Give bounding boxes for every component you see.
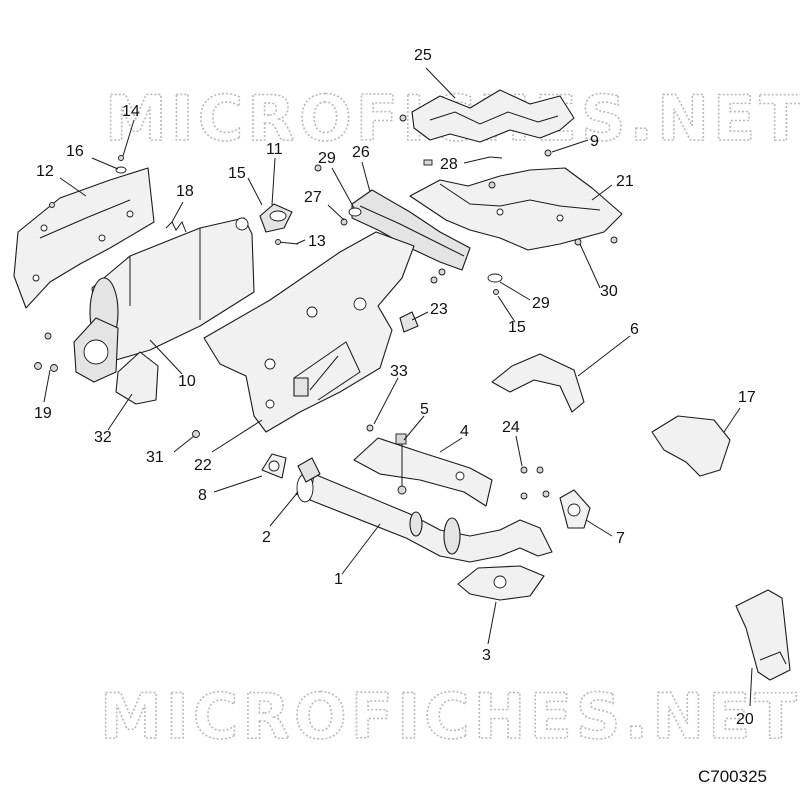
callout-16: 16 bbox=[66, 143, 84, 160]
callout-32: 32 bbox=[94, 429, 112, 446]
callout-14: 14 bbox=[122, 103, 140, 120]
callout-15-a: 15 bbox=[228, 165, 246, 182]
callout-8: 8 bbox=[198, 487, 207, 504]
callout-22: 22 bbox=[194, 457, 212, 474]
washer-29-a bbox=[487, 273, 503, 283]
part-5-o2-sensor bbox=[395, 433, 407, 495]
diagram-code: C700325 bbox=[698, 767, 767, 786]
part-17-heat-shield bbox=[651, 415, 731, 477]
callout-13: 13 bbox=[308, 233, 326, 250]
bolt-29-top bbox=[314, 164, 322, 172]
callout-29-top: 29 bbox=[318, 150, 336, 167]
callout-11: 11 bbox=[266, 141, 283, 158]
bolt-27 bbox=[340, 218, 348, 226]
part-11-tailpipe bbox=[259, 203, 293, 233]
callout-19: 19 bbox=[34, 405, 52, 422]
bolt-21-b bbox=[610, 236, 618, 244]
callout-21: 21 bbox=[616, 173, 634, 190]
part-10-muffler bbox=[73, 217, 255, 383]
callout-9: 9 bbox=[590, 133, 599, 150]
part-21-heat-shield bbox=[409, 167, 623, 251]
watermark-bottom: MICROFICHES.NET bbox=[100, 680, 800, 753]
callout-33: 33 bbox=[390, 363, 408, 380]
callout-31: 31 bbox=[146, 449, 164, 466]
part-32-heat-shield bbox=[115, 351, 159, 405]
callout-29-b: 29 bbox=[532, 295, 550, 312]
callout-26: 26 bbox=[352, 144, 370, 161]
nut-19 bbox=[34, 332, 58, 372]
part-26-heat-shield-strip bbox=[351, 189, 471, 271]
callout-17: 17 bbox=[738, 389, 756, 406]
callout-15-b: 15 bbox=[508, 319, 526, 336]
bolt-13 bbox=[275, 239, 299, 245]
callouts: 25 14 16 12 11 29 26 9 28 21 15 18 27 13… bbox=[34, 47, 756, 728]
leader-lines bbox=[43, 67, 753, 707]
bolt-31 bbox=[192, 430, 200, 438]
part-4-heat-shield bbox=[353, 437, 493, 507]
callout-3: 3 bbox=[482, 647, 491, 664]
callout-4: 4 bbox=[460, 423, 469, 440]
part-20-heat-shield bbox=[735, 589, 791, 681]
part-8-gasket bbox=[261, 453, 287, 479]
callout-7: 7 bbox=[616, 530, 625, 547]
callout-12: 12 bbox=[36, 163, 54, 180]
part-12-heat-shield bbox=[13, 167, 155, 309]
callout-30: 30 bbox=[600, 283, 618, 300]
callout-23: 23 bbox=[430, 301, 448, 318]
bolt-12-a bbox=[49, 202, 55, 208]
part-22-heat-shield-plate bbox=[203, 231, 415, 433]
callout-24: 24 bbox=[502, 419, 520, 436]
callout-5: 5 bbox=[420, 401, 429, 418]
bolt-33 bbox=[366, 424, 374, 432]
part-18-spring bbox=[165, 220, 187, 233]
bolt-26-a bbox=[430, 268, 446, 284]
callout-27: 27 bbox=[304, 189, 322, 206]
callout-6: 6 bbox=[630, 321, 639, 338]
part-6-heat-shield bbox=[491, 353, 585, 413]
callout-18: 18 bbox=[176, 183, 194, 200]
bolt-9 bbox=[544, 149, 552, 157]
bolt-24 bbox=[520, 466, 550, 500]
bolt-30 bbox=[574, 238, 582, 246]
callout-2: 2 bbox=[262, 529, 271, 546]
washer-29-b bbox=[348, 207, 362, 217]
bolt-21-a bbox=[488, 181, 496, 189]
bolt-14 bbox=[118, 155, 124, 161]
part-25-heat-shield bbox=[411, 89, 575, 143]
bolt-28 bbox=[423, 156, 503, 166]
part-23-bracket bbox=[399, 311, 419, 333]
part-3-bracket bbox=[457, 565, 545, 601]
bolt-25-top bbox=[399, 114, 407, 122]
callout-20: 20 bbox=[736, 711, 754, 728]
callout-1: 1 bbox=[334, 571, 343, 588]
bolt-15-b bbox=[493, 289, 499, 295]
callout-25: 25 bbox=[414, 47, 432, 64]
callout-28: 28 bbox=[440, 156, 458, 173]
part-7-gasket bbox=[559, 489, 591, 529]
part-2-flange bbox=[297, 457, 321, 483]
washer-16 bbox=[115, 166, 127, 174]
part-1-exhaust-pipe bbox=[295, 473, 553, 563]
callout-10: 10 bbox=[178, 373, 196, 390]
